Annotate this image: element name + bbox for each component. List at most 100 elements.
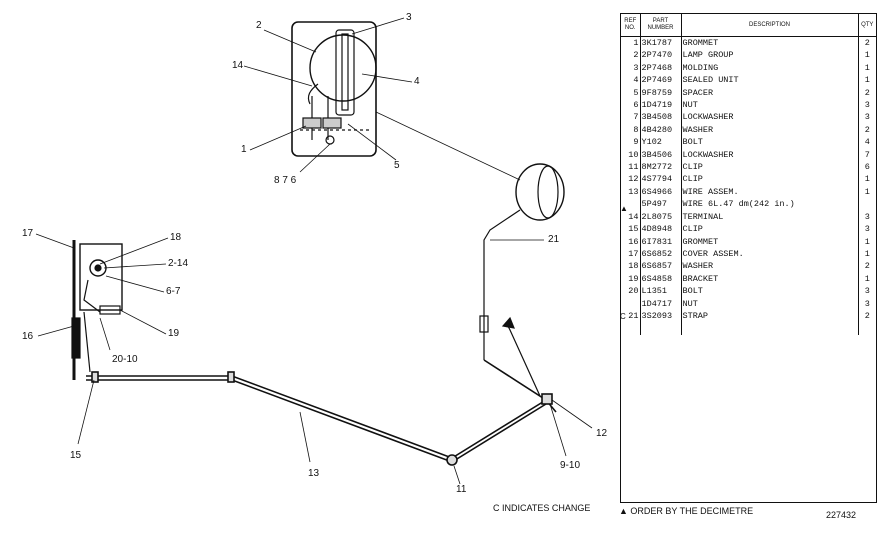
qty-cell: 3 xyxy=(864,298,870,309)
header-description: DESCRIPTION xyxy=(681,14,859,37)
order-note: ▲ ORDER BY THE DECIMETRE xyxy=(619,506,754,516)
qty-cell: 3 xyxy=(864,286,870,297)
callout-16: 16 xyxy=(22,331,34,342)
description-cell: LOCKWASHER xyxy=(681,148,859,162)
description-cell: WASHER xyxy=(681,260,859,273)
qty-cell: 1 xyxy=(864,174,870,185)
table-filler-row xyxy=(621,322,876,335)
qty-cell: 3 xyxy=(864,224,870,235)
qty-cell: 2 xyxy=(864,38,870,48)
part-number-cell: 4D8948 xyxy=(640,223,682,236)
description-cell: MOLDING xyxy=(681,61,859,75)
ref-cell: 13 xyxy=(621,185,641,199)
part-number-cell: 3S2093 xyxy=(640,309,682,323)
right-lamp xyxy=(479,163,565,397)
description-cell: GROMMET xyxy=(681,36,859,50)
qty-cell: 4 xyxy=(864,137,870,148)
ref-cell xyxy=(621,297,641,310)
change-note: C INDICATES CHANGE xyxy=(493,503,591,513)
ref-cell: 16 xyxy=(621,235,641,248)
leader-lines xyxy=(35,17,593,485)
empty-cell xyxy=(621,322,641,335)
ref-cell: 2 xyxy=(621,49,641,62)
description-cell: BOLT xyxy=(681,136,859,149)
qty-cell: 6 xyxy=(864,162,870,173)
callout-18: 18 xyxy=(170,232,182,243)
callout-2: 2 xyxy=(256,20,262,31)
part-number-cell: 4S7794 xyxy=(640,173,682,186)
qty-cell: 1 xyxy=(864,75,870,86)
description-cell: CLIP xyxy=(681,173,859,186)
header-qty: QTY xyxy=(858,14,876,37)
part-number-cell: L1351 xyxy=(640,285,682,298)
ref-cell: 15 xyxy=(621,223,641,236)
callout-3: 3 xyxy=(406,12,412,23)
table-header-row: REF NO. PART NUMBER DESCRIPTION QTY xyxy=(621,14,876,37)
description-cell: NUT xyxy=(681,297,859,310)
part-number-cell: Y102 xyxy=(640,136,682,149)
description-cell: SEALED UNIT xyxy=(681,74,859,87)
ref-cell: 1 xyxy=(621,36,641,50)
qty-cell: 1 xyxy=(864,62,870,73)
description-cell: LAMP GROUP xyxy=(681,49,859,62)
part-number-cell: 6S4858 xyxy=(640,272,682,286)
part-number-cell: 9F8759 xyxy=(640,86,682,100)
drawing-number: 227432 xyxy=(826,510,857,520)
qty-cell: 3 xyxy=(864,100,870,111)
qty-cell: 2 xyxy=(864,124,870,135)
description-cell: STRAP xyxy=(681,309,859,323)
ref-cell: 7 xyxy=(621,111,641,124)
qty-cell: 2 xyxy=(864,310,870,321)
callout-4: 4 xyxy=(414,76,420,87)
description-cell: CLIP xyxy=(681,223,859,236)
ref-cell: 3 xyxy=(621,61,641,75)
part-number-cell: 3B4506 xyxy=(640,148,682,162)
description-cell: GROMMET xyxy=(681,235,859,248)
qty-cell: 2 xyxy=(864,261,870,272)
callout-20-10: 20-10 xyxy=(112,354,138,365)
exploded-diagram xyxy=(35,17,593,485)
ref-cell: 14 xyxy=(621,210,641,224)
description-cell: BRACKET xyxy=(681,272,859,286)
qty-cell: 3 xyxy=(864,112,870,123)
qty-cell: 3 xyxy=(864,211,870,222)
part-number-cell: 2L8075 xyxy=(640,210,682,224)
part-number-cell: 6S6852 xyxy=(640,247,682,261)
description-cell: COVER ASSEM. xyxy=(681,247,859,261)
ref-cell: 17 xyxy=(621,247,641,261)
callout-5: 5 xyxy=(394,160,400,171)
empty-cell xyxy=(640,322,682,335)
ref-cell: 4 xyxy=(621,74,641,87)
part-number-cell: 6S4966 xyxy=(640,185,682,199)
part-number-cell: 5P497 xyxy=(640,198,682,211)
qty-cell xyxy=(858,198,876,210)
empty-cell xyxy=(858,322,876,334)
description-cell: WIRE ASSEM. xyxy=(681,185,859,199)
part-number-cell: 1D4719 xyxy=(640,99,682,112)
callout-6-7: 6-7 xyxy=(166,286,181,297)
part-number-cell: 1D4717 xyxy=(640,297,682,310)
description-cell: WASHER xyxy=(681,123,859,137)
description-cell: NUT xyxy=(681,99,859,112)
part-number-cell: 2P7468 xyxy=(640,61,682,75)
ref-cell: 6 xyxy=(621,99,641,112)
description-cell: SPACER xyxy=(681,86,859,100)
ref-cell: 11 xyxy=(621,161,641,174)
description-cell: LOCKWASHER xyxy=(681,111,859,124)
callout-1: 1 xyxy=(241,144,247,155)
callout-19: 19 xyxy=(168,328,180,339)
